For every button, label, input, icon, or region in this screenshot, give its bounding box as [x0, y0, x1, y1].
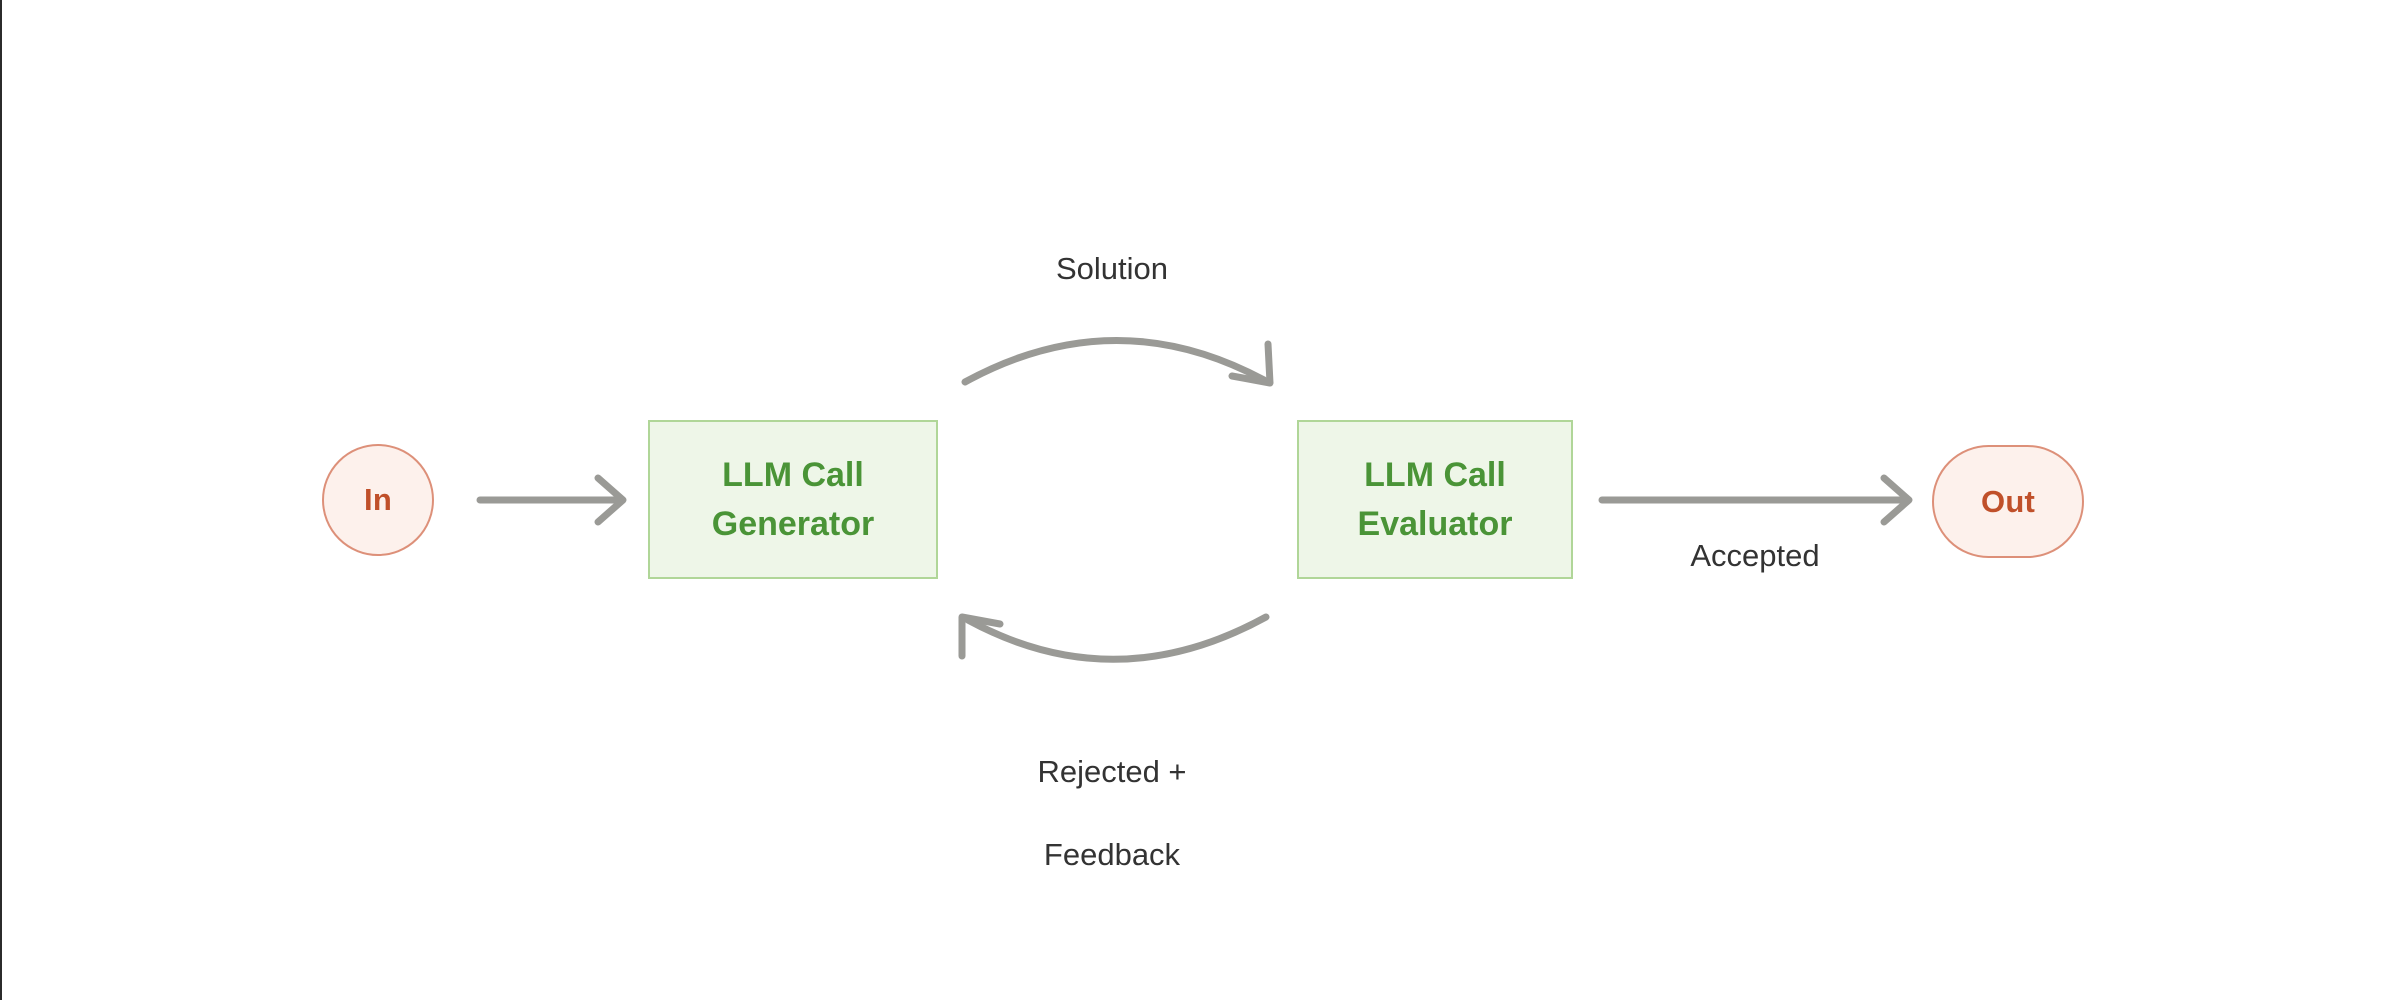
edge-label-accepted: Accepted: [1690, 538, 1820, 573]
node-generator-label-line2: Generator: [711, 504, 875, 543]
edge-label-rejected-line2: Feedback: [1043, 836, 1181, 872]
node-llm-call-generator[interactable]: LLM Call Generator: [648, 420, 938, 579]
node-evaluator-label-line2: Evaluator: [1357, 504, 1513, 543]
node-evaluator-label-line1: LLM Call: [1364, 456, 1506, 495]
node-in[interactable]: In: [322, 444, 434, 556]
edge-label-rejected-feedback: Rejected + Feedback: [922, 710, 1302, 916]
node-generator-label-line1: LLM Call: [722, 456, 864, 495]
edge-generator-to-evaluator: [961, 337, 1274, 387]
edge-in-to-generator: [476, 474, 627, 526]
edge-label-rejected-line1: Rejected +: [1037, 754, 1187, 790]
edge-evaluator-to-out: [1598, 474, 1913, 526]
edge-evaluator-to-generator: [958, 613, 1270, 663]
edge-label-solution: Solution: [1055, 251, 1169, 286]
node-llm-call-evaluator[interactable]: LLM Call Evaluator: [1297, 420, 1573, 579]
node-out[interactable]: Out: [1932, 445, 2084, 558]
node-out-label: Out: [1981, 483, 2035, 519]
node-in-label: In: [364, 482, 392, 517]
